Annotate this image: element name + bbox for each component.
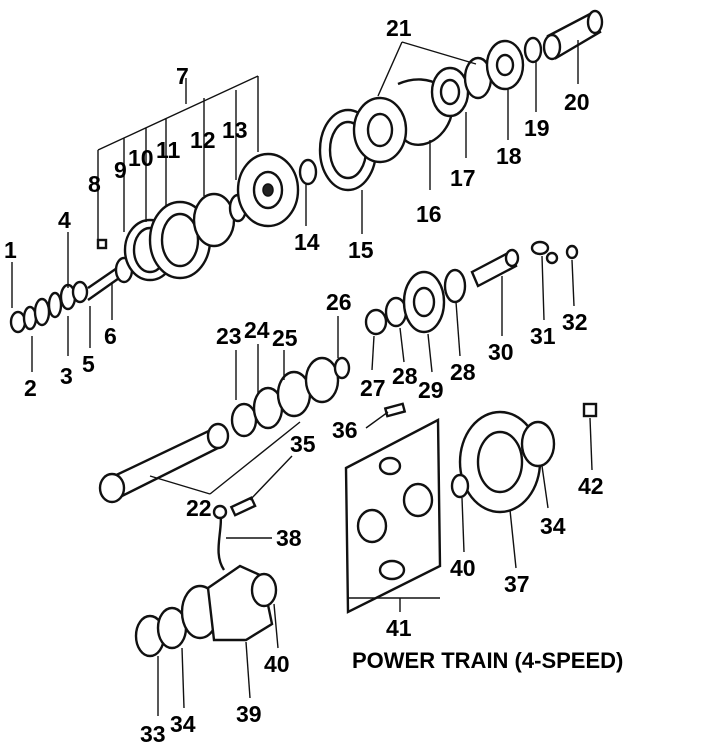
ring-gear-37 <box>450 402 598 514</box>
callout-29: 29 <box>418 377 444 403</box>
callout-3: 3 <box>60 363 73 389</box>
callout-28a: 28 <box>392 363 418 389</box>
parts-illustration <box>9 9 604 658</box>
callout-32: 32 <box>562 309 588 335</box>
callout-22: 22 <box>186 495 212 521</box>
callout-41: 41 <box>386 615 412 641</box>
callout-37: 37 <box>504 571 530 597</box>
callout-24: 24 <box>244 317 270 343</box>
callout-1: 1 <box>4 237 17 263</box>
callout-33: 33 <box>140 721 166 747</box>
callout-39: 39 <box>236 701 262 727</box>
callout-28b: 28 <box>450 359 476 385</box>
countershaft-22 <box>98 356 351 504</box>
callout-40-right: 40 <box>450 555 476 581</box>
pin-35 <box>229 496 257 517</box>
callout-34-right: 34 <box>540 513 566 539</box>
differential-pinion-panel <box>344 418 442 614</box>
callout-42: 42 <box>578 473 604 499</box>
leader-lines <box>11 40 593 716</box>
reverse-idler-group <box>364 240 579 336</box>
callout-26: 26 <box>326 289 352 315</box>
callout-19: 19 <box>524 115 550 141</box>
callout-4: 4 <box>58 207 71 233</box>
callout-20: 20 <box>564 89 590 115</box>
callout-36: 36 <box>332 417 358 443</box>
callout-6: 6 <box>104 323 117 349</box>
washer-14 <box>298 158 318 186</box>
callout-12: 12 <box>190 127 216 153</box>
callout-27: 27 <box>360 375 386 401</box>
callout-16: 16 <box>416 201 442 227</box>
diagram-caption: POWER TRAIN (4-SPEED) <box>352 648 623 673</box>
callout-15: 15 <box>348 237 374 263</box>
callout-2: 2 <box>24 375 37 401</box>
bearing-set <box>430 36 543 118</box>
pin-36 <box>383 402 407 418</box>
callout-34-lower: 34 <box>170 711 196 737</box>
callout-25: 25 <box>272 325 298 351</box>
callout-17: 17 <box>450 165 476 191</box>
callout-38: 38 <box>276 525 302 551</box>
callout-13: 13 <box>222 117 248 143</box>
callout-7: 7 <box>176 63 189 89</box>
callout-9: 9 <box>114 157 127 183</box>
input-shaft-assembly <box>9 256 134 334</box>
callout-30: 30 <box>488 339 514 365</box>
callout-10: 10 <box>128 145 154 171</box>
callout-31: 31 <box>530 323 556 349</box>
differential-case-39 <box>134 504 278 658</box>
callout-11: 11 <box>156 137 181 163</box>
callout-5: 5 <box>82 351 95 377</box>
output-shaft-20 <box>542 9 604 61</box>
synchronizer-gear-set <box>96 152 300 282</box>
callout-23: 23 <box>216 323 242 349</box>
callout-8: 8 <box>88 171 101 197</box>
callout-numbers: 1 2 3 4 5 6 7 8 9 10 11 12 13 14 15 16 1… <box>4 15 604 747</box>
callout-35: 35 <box>290 431 316 457</box>
clutch-gear-assembly <box>318 96 408 192</box>
callout-18: 18 <box>496 143 522 169</box>
callout-14: 14 <box>294 229 320 255</box>
snap-ring-16 <box>397 78 453 147</box>
callout-21: 21 <box>386 15 412 41</box>
callout-40-lower: 40 <box>264 651 290 677</box>
